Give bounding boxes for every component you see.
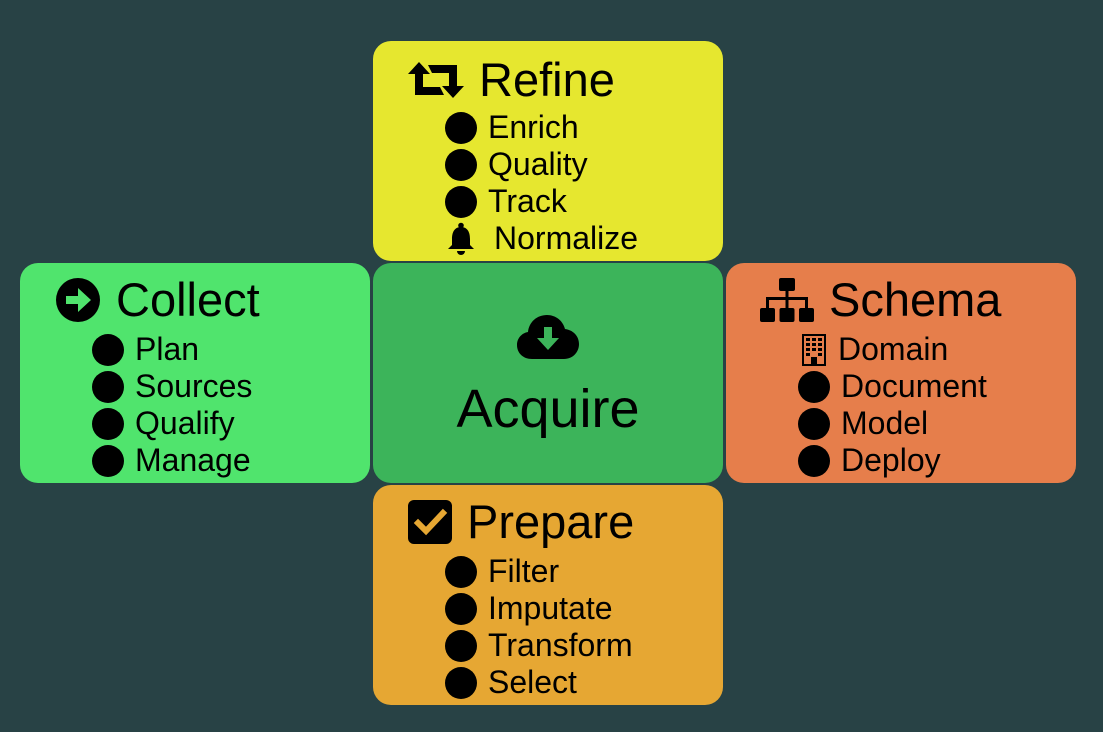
schema-list: Domain Document Model Deploy xyxy=(798,331,987,479)
item-label: Document xyxy=(841,368,987,404)
center-box: Acquire xyxy=(373,263,723,483)
refine-title: Refine xyxy=(479,53,615,106)
bullet-icon xyxy=(92,370,124,403)
item-label: Transform xyxy=(488,627,633,663)
bullet-icon xyxy=(445,592,477,625)
list-item: Deploy xyxy=(798,442,987,479)
check-square-icon xyxy=(407,499,453,545)
refine-header: Refine xyxy=(407,54,615,106)
bullet-icon xyxy=(445,555,477,588)
item-label: Manage xyxy=(135,442,251,478)
bullet-icon xyxy=(798,444,830,477)
item-label: Track xyxy=(488,183,567,219)
list-item: Model xyxy=(798,405,987,442)
sitemap-icon xyxy=(759,276,815,324)
item-label: Deploy xyxy=(841,442,941,478)
schema-box: Schema Domain Docum xyxy=(726,263,1076,483)
item-label: Select xyxy=(488,664,577,700)
item-label: Plan xyxy=(135,331,200,367)
item-label: Filter xyxy=(488,553,560,589)
bullet-icon xyxy=(445,666,477,699)
bullet-icon xyxy=(92,444,124,477)
list-item: Track xyxy=(445,183,638,220)
list-item: Enrich xyxy=(445,109,638,146)
bullet-icon xyxy=(92,333,124,366)
bullet-icon xyxy=(445,629,477,662)
schema-title: Schema xyxy=(829,273,1002,326)
list-item: Plan xyxy=(92,331,252,368)
list-item: Imputate xyxy=(445,590,633,627)
collect-box: Collect Plan Sources Qualify Manage xyxy=(20,263,370,483)
collect-header: Collect xyxy=(54,274,260,326)
prepare-title: Prepare xyxy=(467,495,635,548)
list-item: Filter xyxy=(445,553,633,590)
building-icon xyxy=(798,333,830,367)
item-label: Qualify xyxy=(135,405,235,441)
bullet-icon xyxy=(445,111,477,144)
prepare-list: Filter Imputate Transform Select xyxy=(445,553,633,701)
list-item: Quality xyxy=(445,146,638,183)
center-content: Acquire xyxy=(373,263,723,483)
list-item: Manage xyxy=(92,442,252,479)
list-item: Normalize xyxy=(445,220,638,257)
collect-title: Collect xyxy=(116,273,260,326)
list-item: Select xyxy=(445,664,633,701)
item-label: Normalize xyxy=(494,220,639,256)
retweet-icon xyxy=(407,60,465,100)
bullet-icon xyxy=(798,407,830,440)
prepare-header: Prepare xyxy=(407,496,634,548)
refine-box: Refine Enrich Quality Track Normalize xyxy=(373,41,723,261)
bell-icon xyxy=(445,222,477,256)
item-label: Model xyxy=(841,405,929,441)
arrow-circle-right-icon xyxy=(54,276,102,324)
item-label: Imputate xyxy=(488,590,613,626)
center-title: Acquire xyxy=(456,379,640,439)
prepare-box: Prepare Filter Imputate Transform Select xyxy=(373,485,723,705)
bullet-icon xyxy=(445,185,477,218)
refine-list: Enrich Quality Track Normalize xyxy=(445,109,638,257)
list-item: Document xyxy=(798,368,987,405)
cloud-download-icon xyxy=(516,313,580,366)
list-item: Transform xyxy=(445,627,633,664)
bullet-icon xyxy=(798,370,830,403)
item-label: Domain xyxy=(838,331,949,367)
list-item: Qualify xyxy=(92,405,252,442)
item-label: Enrich xyxy=(488,109,579,145)
schema-header: Schema xyxy=(759,274,1001,326)
item-label: Quality xyxy=(488,146,588,182)
collect-list: Plan Sources Qualify Manage xyxy=(92,331,252,479)
list-item: Sources xyxy=(92,368,252,405)
bullet-icon xyxy=(92,407,124,440)
item-label: Sources xyxy=(135,368,253,404)
bullet-icon xyxy=(445,148,477,181)
list-item: Domain xyxy=(798,331,987,368)
